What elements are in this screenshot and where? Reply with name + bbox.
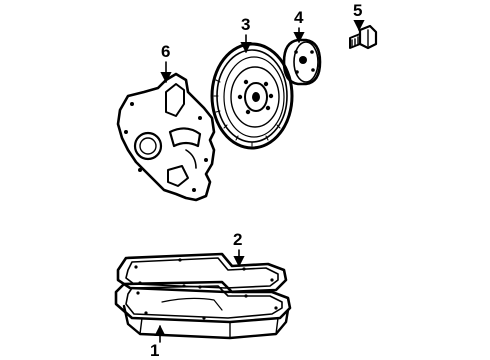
callout-5: 5	[353, 1, 365, 32]
oil-pan	[114, 280, 292, 340]
callout-6-label: 6	[161, 42, 170, 61]
callout-1-label: 1	[150, 341, 159, 360]
bolt	[349, 24, 378, 50]
callout-6: 6	[160, 42, 172, 84]
callout-3: 3	[240, 15, 252, 54]
rear-plate	[116, 72, 216, 202]
callout-2: 2	[233, 230, 245, 268]
spacer	[282, 38, 322, 86]
flywheel	[210, 42, 294, 150]
callout-2-label: 2	[233, 230, 242, 249]
callout-4-label: 4	[294, 8, 304, 27]
callout-4: 4	[293, 8, 305, 44]
callout-1: 1	[150, 324, 166, 360]
callout-5-label: 5	[353, 1, 362, 20]
callout-3-label: 3	[241, 15, 250, 34]
